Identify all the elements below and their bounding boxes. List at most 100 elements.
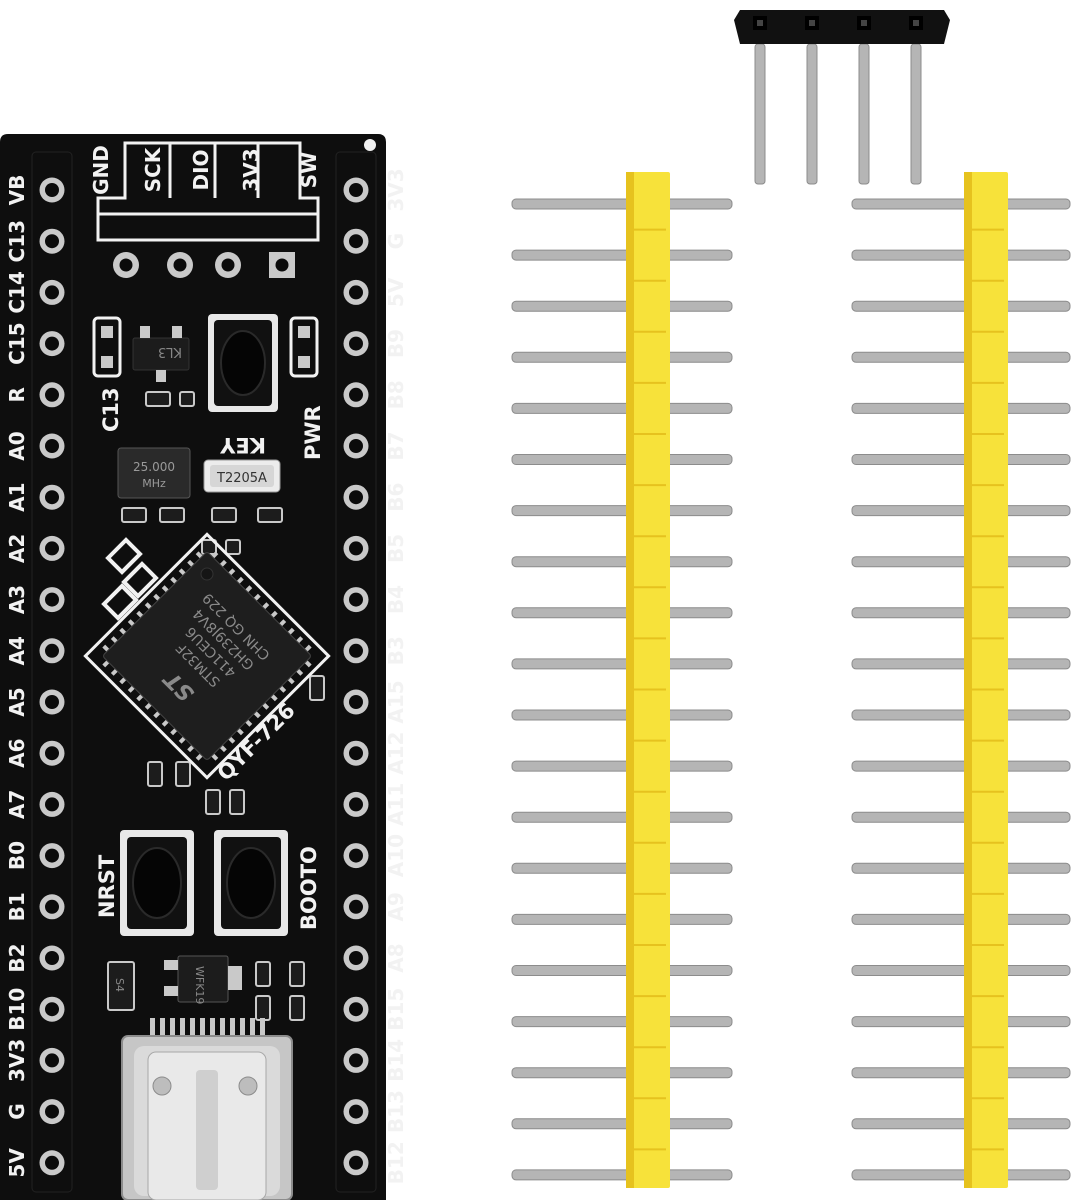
- boot-button: [214, 830, 288, 936]
- left-pin-pad: [39, 279, 65, 305]
- long-header-1-seams: [630, 228, 666, 1151]
- header-pin: [851, 402, 969, 414]
- right-pin-label: A9: [384, 892, 408, 921]
- header-pin: [851, 709, 969, 721]
- header-pin: [511, 709, 631, 721]
- header-pin: [851, 556, 969, 568]
- left-pin-pad: [39, 484, 65, 510]
- long-header-2-plastic: [964, 172, 1008, 1188]
- left-pin-pad: [39, 1150, 65, 1176]
- header-pin: [511, 505, 631, 517]
- header-pin: [851, 1118, 969, 1130]
- header-pin: [665, 709, 733, 721]
- left-pin-pad: [39, 587, 65, 613]
- left-pin-area: [31, 151, 73, 1193]
- short-header-pin: [910, 43, 922, 185]
- left-pin-label: A4: [5, 636, 29, 665]
- header-pin: [511, 249, 631, 261]
- left-pin-label: C14: [5, 271, 29, 314]
- header-pin: [511, 402, 631, 414]
- short-header-plastic: [734, 10, 950, 44]
- header-pin: [851, 1169, 969, 1181]
- header-pin: [511, 862, 631, 874]
- header-pin: [1003, 913, 1071, 925]
- header-pin: [665, 351, 733, 363]
- right-pin-pad: [343, 279, 369, 305]
- led-pwr-label: PWR: [301, 405, 325, 460]
- header-pin: [851, 198, 969, 210]
- header-pin: [511, 965, 631, 976]
- right-pin-pad: [343, 996, 369, 1022]
- header-pin: [665, 760, 733, 772]
- left-pin-label: A5: [5, 687, 29, 716]
- header-pin: [1003, 607, 1071, 619]
- header-pin: [1003, 760, 1071, 772]
- left-pin-pad: [39, 689, 65, 715]
- left-pin-pad: [39, 945, 65, 971]
- header-pin: [511, 1016, 631, 1028]
- usb-contacts: [150, 1018, 265, 1038]
- led-c13-label: C13: [99, 387, 123, 432]
- header-pin: [1003, 811, 1071, 823]
- right-pin-label: B6: [384, 483, 408, 512]
- right-pin-pad: [343, 484, 369, 510]
- left-pin-label: B0: [5, 841, 29, 870]
- left-pin-label: C15: [5, 322, 29, 365]
- left-pin-label: B2: [5, 943, 29, 972]
- header-pin: [1003, 198, 1071, 210]
- header-pin: [1003, 862, 1071, 874]
- diode-label: S4: [113, 978, 126, 992]
- header-pin: [665, 862, 733, 874]
- mcu-chip: [83, 532, 331, 780]
- header-pin: [511, 760, 631, 772]
- header-pin: [665, 1118, 733, 1130]
- header-pin: [851, 505, 969, 517]
- right-pin-label: A15: [384, 680, 408, 723]
- header-pin: [1003, 1118, 1071, 1130]
- header-pin: [665, 811, 733, 823]
- header-pin: [665, 1016, 733, 1028]
- left-pin-pad: [39, 433, 65, 459]
- left-pin-label: B1: [5, 892, 29, 921]
- mosfet: WFK19: [164, 955, 242, 1004]
- header-pin: [851, 811, 969, 823]
- usb-c-connector[interactable]: [121, 1018, 293, 1200]
- right-pin-label: B14: [384, 1039, 408, 1082]
- right-pin-pad: [343, 535, 369, 561]
- right-pin-pad: [343, 1099, 369, 1125]
- short-4-pin-header: [734, 10, 950, 185]
- right-pin-label: B5: [384, 534, 408, 563]
- swd-label: SCK: [141, 146, 165, 192]
- header-pin: [1003, 351, 1071, 363]
- header-pin: [1003, 1169, 1071, 1181]
- crystal-rtc-label: T2205A: [216, 471, 267, 486]
- header-pin: [1003, 965, 1071, 976]
- header-pin: [665, 454, 733, 465]
- left-pin-label: A7: [5, 790, 29, 819]
- header-pin: [511, 913, 631, 925]
- left-pin-label: G: [5, 1103, 29, 1119]
- swd-label: DIO: [189, 149, 213, 190]
- header-pin: [1003, 556, 1071, 568]
- left-pin-label: B10: [5, 988, 29, 1031]
- header-pin: [511, 811, 631, 823]
- boot-button-label: BOOTO: [297, 846, 321, 930]
- left-pin-pad: [39, 996, 65, 1022]
- header-pin: [1003, 1016, 1071, 1028]
- right-pin-pad: [343, 740, 369, 766]
- header-pin: [665, 607, 733, 619]
- header-pin: [851, 607, 969, 619]
- header-pin: [511, 607, 631, 619]
- header-pin: [665, 658, 733, 670]
- voltage-regulator: KL3: [132, 326, 190, 382]
- swd-pad: [269, 252, 295, 278]
- swd-label: 3V3: [239, 148, 263, 191]
- header-pin: [665, 249, 733, 261]
- crystal-25mhz: 25.000 MHz: [117, 447, 191, 499]
- mounting-dot: [364, 139, 376, 151]
- left-pin-pad: [39, 177, 65, 203]
- right-pin-label: G: [384, 233, 408, 249]
- nrst-button: [120, 830, 194, 936]
- header-pin: [511, 1118, 631, 1130]
